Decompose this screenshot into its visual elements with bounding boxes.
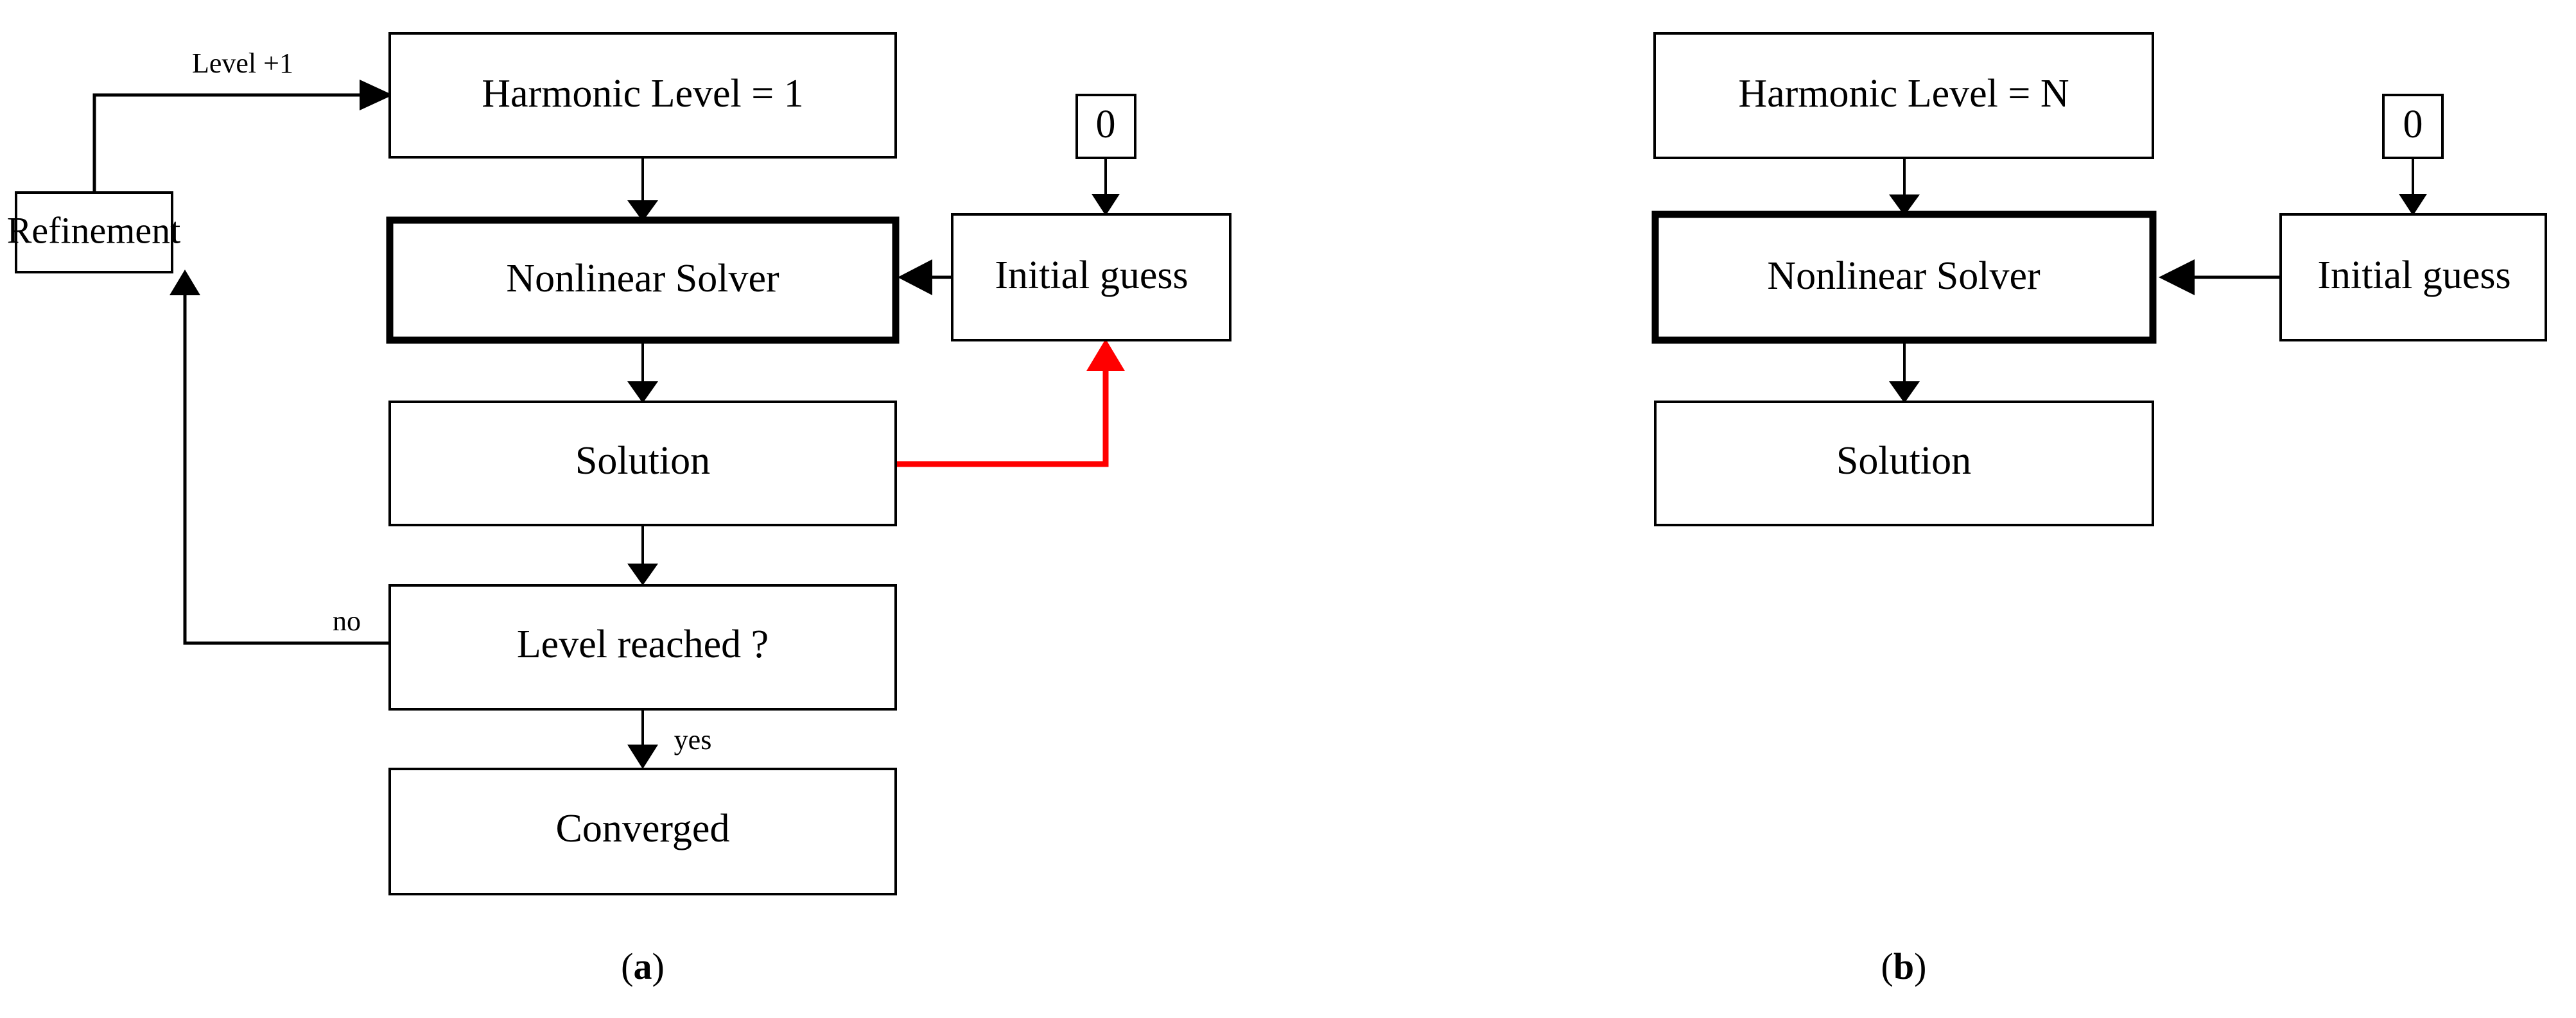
caption-letter: a	[634, 945, 652, 987]
node-solution[interactable]: Solution	[388, 401, 897, 526]
node-level-reached[interactable]: Level reached ?	[388, 584, 897, 711]
arrow-head-icon	[627, 745, 658, 769]
arrow-head-icon	[627, 381, 658, 403]
node-box[interactable]	[388, 584, 897, 711]
edge-refinement-to-harmonic: Level +1	[92, 47, 393, 193]
node-label-harmonic-level: Harmonic Level = N	[1738, 72, 2069, 116]
node-harmonic-level-n[interactable]: Harmonic Level = N	[1653, 32, 2154, 159]
edge-level-reached-to-converged: yes	[627, 709, 711, 769]
arrow-head-icon	[170, 270, 200, 295]
node-box[interactable]	[1075, 94, 1136, 159]
arrow-head-icon	[1086, 339, 1125, 371]
node-label-solution: Solution	[1836, 439, 1971, 483]
edge-level-reached-to-refinement: no	[170, 270, 390, 645]
node-box[interactable]	[2279, 213, 2547, 341]
caption-open-paren: (	[1881, 945, 1893, 987]
node-refinement[interactable]: Refinement	[7, 191, 181, 273]
node-nonlinear-solver[interactable]: Nonlinear Solver	[1651, 211, 2157, 344]
node-box[interactable]	[388, 32, 897, 159]
arrow-head-icon	[1889, 194, 1920, 216]
arrow-head-icon	[1889, 381, 1920, 403]
node-box[interactable]	[1653, 32, 2154, 159]
edge-harmonic-to-solver	[1889, 158, 1920, 216]
node-box[interactable]	[388, 401, 897, 526]
node-label-nonlinear-solver: Nonlinear Solver	[506, 257, 779, 300]
node-label-converged: Converged	[556, 807, 730, 850]
arrow-head-icon	[2159, 259, 2195, 295]
node-box[interactable]	[388, 768, 897, 895]
node-box[interactable]	[15, 191, 173, 273]
node-label-zero: 0	[2403, 103, 2423, 146]
arrow-head-icon	[898, 259, 932, 295]
caption-close-paren: )	[1914, 945, 1926, 987]
panel-a: Level +1	[7, 32, 1231, 987]
panel-a-caption: (a)	[621, 945, 665, 987]
arrow-head-icon	[360, 80, 393, 110]
node-label-initial-guess: Initial guess	[2317, 254, 2511, 297]
edge-zero-to-initial-guess	[1092, 158, 1120, 216]
node-box[interactable]	[386, 216, 900, 344]
node-harmonic-level-1[interactable]: Harmonic Level = 1	[388, 32, 897, 159]
panel-b-caption: (b)	[1881, 945, 1927, 987]
node-initial-guess[interactable]: Initial guess	[951, 213, 1231, 341]
node-label-harmonic-level: Harmonic Level = 1	[482, 72, 804, 116]
arrow-head-icon	[2399, 194, 2427, 216]
caption-open-paren: (	[621, 945, 633, 987]
node-initial-guess[interactable]: Initial guess	[2279, 213, 2547, 341]
edge-initial-guess-to-solver	[898, 259, 952, 295]
edge-label-no: no	[333, 605, 361, 637]
edge-label-yes: yes	[674, 724, 712, 755]
caption-text: (b)	[1881, 945, 1927, 987]
edge-zero-to-initial-guess	[2399, 158, 2427, 216]
node-box[interactable]	[2382, 94, 2444, 159]
node-nonlinear-solver[interactable]: Nonlinear Solver	[386, 216, 900, 344]
edge-solver-to-solution	[627, 340, 658, 403]
node-box[interactable]	[951, 213, 1231, 341]
node-zero-source[interactable]: 0	[2382, 94, 2444, 159]
node-box[interactable]	[1651, 211, 2157, 344]
caption-text: (a)	[621, 945, 665, 987]
node-converged[interactable]: Converged	[388, 768, 897, 895]
node-label-refinement: Refinement	[7, 209, 181, 251]
arrow-head-icon	[1092, 194, 1120, 216]
edge-solution-to-initial-guess-red	[896, 339, 1125, 467]
node-box[interactable]	[1654, 401, 2154, 526]
edge-solver-to-solution	[1889, 340, 1920, 403]
edge-solution-to-level-reached	[627, 525, 658, 585]
edge-harmonic-to-solver	[627, 157, 658, 221]
caption-letter: b	[1893, 945, 1914, 987]
node-label-initial-guess: Initial guess	[995, 254, 1188, 297]
node-label-level-reached: Level reached ?	[517, 623, 769, 666]
panel-b: Harmonic Level = N Nonlinear Solver Init…	[1651, 32, 2547, 987]
node-label-solution: Solution	[575, 439, 710, 483]
node-label-zero: 0	[1096, 103, 1116, 146]
edge-initial-guess-to-solver	[2159, 259, 2281, 295]
caption-close-paren: )	[652, 945, 665, 987]
arrow-head-icon	[627, 564, 658, 585]
edge-label-level-plus-one: Level +1	[192, 47, 293, 79]
node-zero-source[interactable]: 0	[1075, 94, 1136, 159]
node-label-nonlinear-solver: Nonlinear Solver	[1767, 254, 2041, 298]
node-solution[interactable]: Solution	[1654, 401, 2154, 526]
arrow-head-icon	[627, 200, 658, 221]
